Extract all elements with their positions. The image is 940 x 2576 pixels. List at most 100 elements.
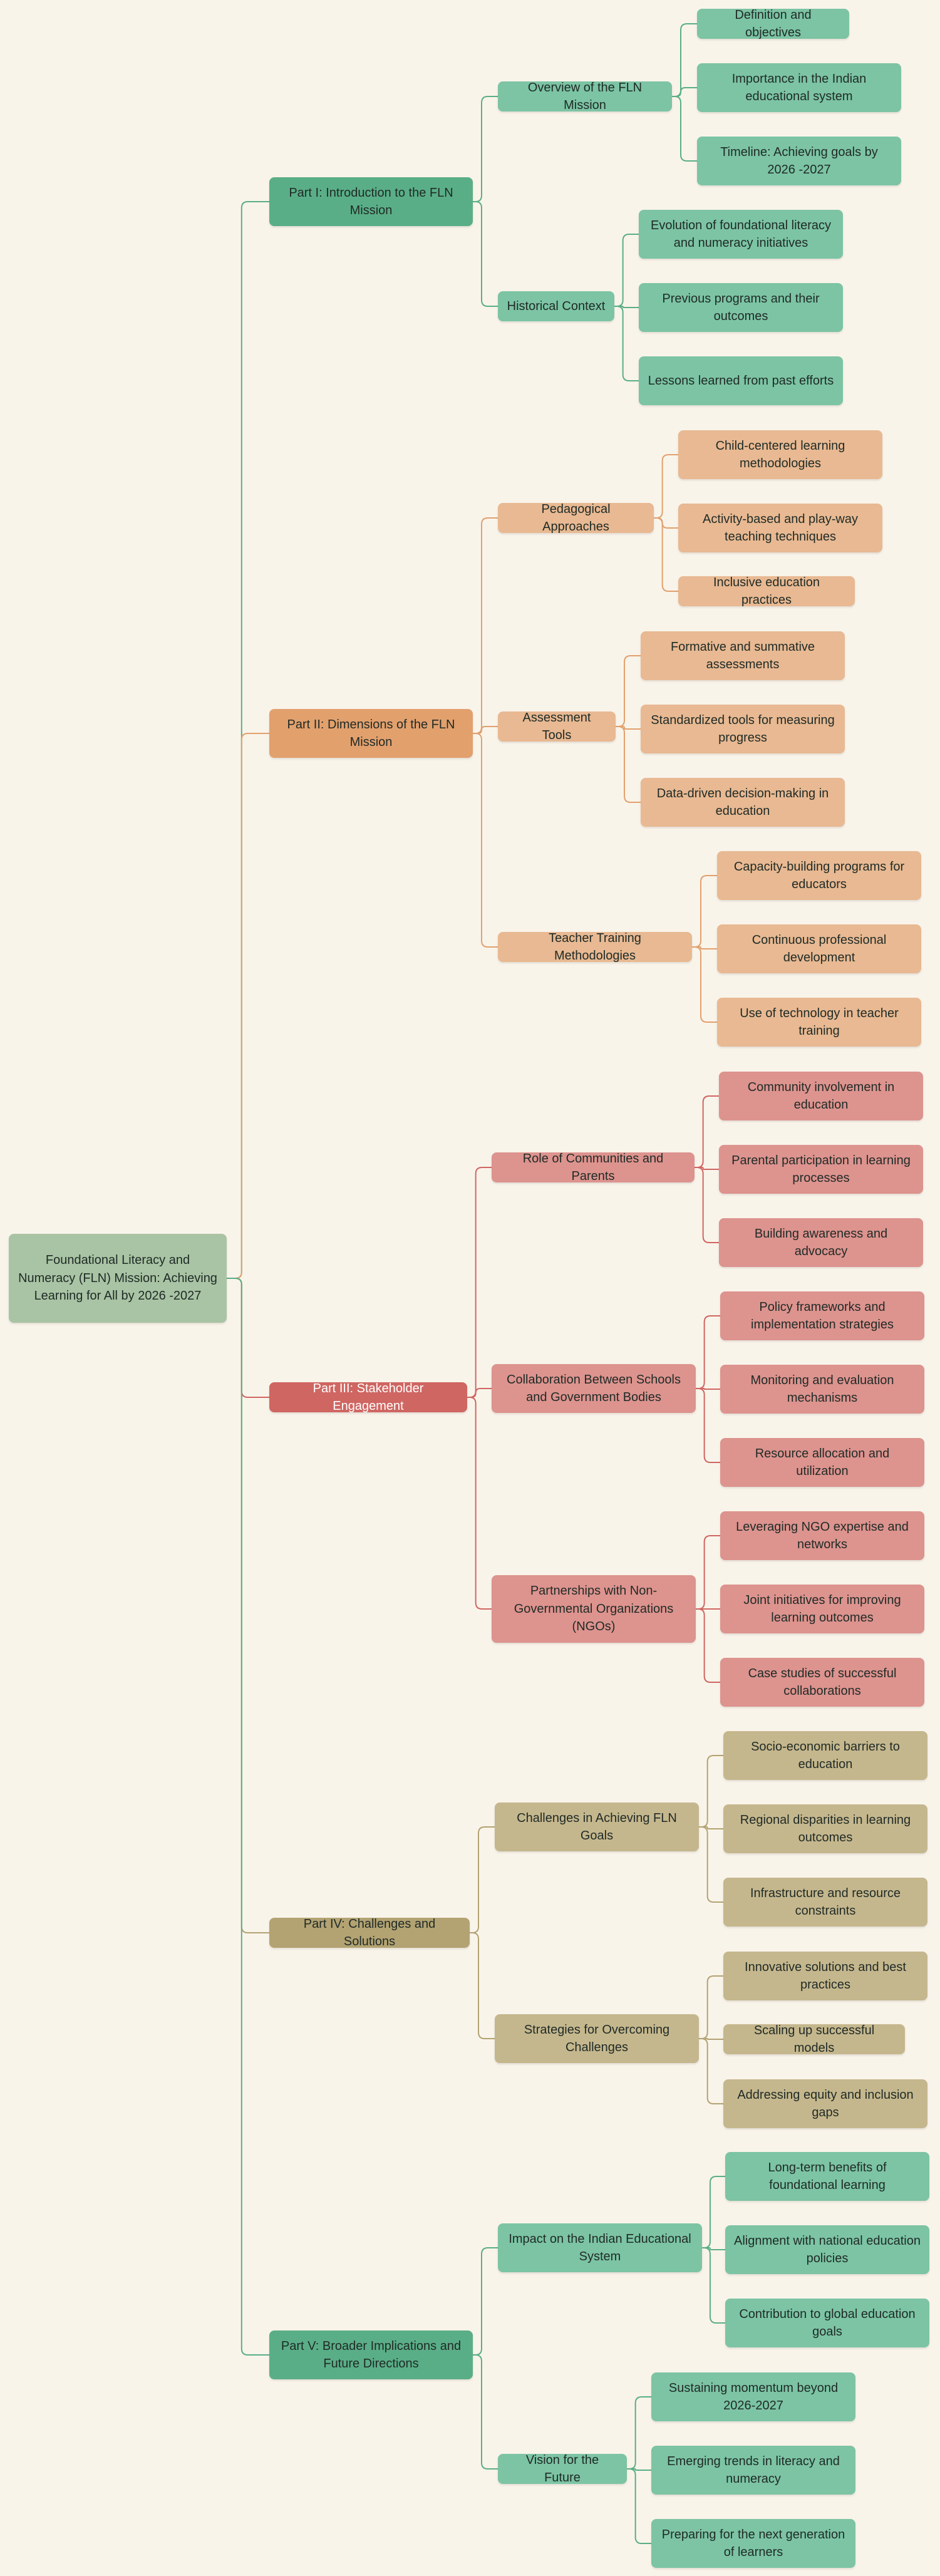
leaf-node-emerging-trends-in-literacy-and-numeracy: Emerging trends in literacy and numeracy: [651, 2446, 855, 2495]
connector-branch-leaf: [672, 96, 697, 162]
connector-branch-leaf: [614, 234, 639, 307]
node-label: Child-centered learning methodologies: [715, 438, 845, 470]
leaf-node-evolution-of-foundational-literacy-and-numeracy-: Evolution of foundational literacy and n…: [639, 210, 843, 259]
connector-branch-leaf: [699, 1826, 723, 1903]
leaf-node-sustaining-momentum-beyond-2026-2027: Sustaining momentum beyond 2026-2027: [651, 2372, 855, 2421]
connector-part-branch: [470, 1932, 495, 2039]
node-label: Parental participation in learning proce…: [731, 1153, 911, 1185]
leaf-node-joint-initiatives-for-improving-learning-outcome: Joint initiatives for improving learning…: [720, 1585, 924, 1633]
node-label: Policy frameworks and implementation str…: [751, 1300, 894, 1332]
leaf-node-monitoring-and-evaluation-mechanisms: Monitoring and evaluation mechanisms: [720, 1365, 924, 1414]
leaf-node-addressing-equity-and-inclusion-gaps: Addressing equity and inclusion gaps: [723, 2079, 927, 2128]
node-label: Historical Context: [507, 299, 606, 313]
node-label: Collaboration Between Schools and Govern…: [507, 1372, 681, 1404]
leaf-node-importance-in-the-indian-educational-system: Importance in the Indian educational sys…: [697, 63, 901, 112]
node-label: Socio-economic barriers to education: [751, 1739, 900, 1771]
leaf-node-building-awareness-and-advocacy: Building awareness and advocacy: [719, 1218, 923, 1267]
connector-branch-leaf: [695, 1095, 719, 1168]
node-label: Part II: Dimensions of the FLN Mission: [287, 717, 455, 749]
connector-branch-leaf: [654, 517, 678, 592]
leaf-node-capacity-building-programs-for-educators: Capacity-building programs for educators: [717, 851, 921, 900]
connector-branch-leaf: [702, 2176, 725, 2248]
leaf-node-contribution-to-global-education-goals: Contribution to global education goals: [725, 2299, 929, 2347]
connector-root-part-2: [227, 733, 269, 1279]
connector-branch-leaf: [627, 2468, 651, 2471]
branch-node-teacher-training-methodologies: Teacher Training Methodologies: [498, 931, 692, 963]
branch-node-collaboration-between-schools-and-government-bod: Collaboration Between Schools and Govern…: [492, 1364, 696, 1413]
node-label: Contribution to global education goals: [739, 2307, 916, 2339]
connector-branch-leaf: [702, 2247, 725, 2250]
node-label: Sustaining momentum beyond 2026-2027: [668, 2381, 839, 2413]
node-label: Part V: Broader Implications and Future …: [281, 2339, 462, 2371]
connector-root-part-5: [227, 1278, 269, 2356]
connector-branch-leaf: [699, 1755, 723, 1828]
node-label: Activity-based and play-way teaching tec…: [703, 512, 858, 544]
branch-node-partnerships-with-non-governmental-organizations: Partnerships with Non-Governmental Organ…: [492, 1575, 696, 1643]
leaf-node-data-driven-decision-making-in-education: Data-driven decision-making in education: [641, 778, 845, 827]
node-label: Community involvement in education: [747, 1080, 895, 1112]
node-label: Foundational Literacy and Numeracy (FLN)…: [18, 1253, 217, 1303]
node-label: Part IV: Challenges and Solutions: [303, 1916, 436, 1948]
node-label: Part III: Stakeholder Engagement: [312, 1381, 424, 1413]
connector-part-branch: [473, 517, 498, 734]
connector-branch-leaf: [654, 454, 678, 519]
leaf-node-infrastructure-and-resource-constraints: Infrastructure and resource constraints: [723, 1878, 927, 1927]
node-label: Teacher Training Methodologies: [549, 931, 641, 963]
branch-node-overview-of-the-fln-mission: Overview of the FLN Mission: [498, 81, 672, 112]
connector-branch-leaf: [696, 1315, 720, 1389]
node-label: Standardized tools for measuring progres…: [651, 713, 835, 745]
node-label: Leveraging NGO expertise and networks: [736, 1519, 909, 1551]
connector-branch-leaf: [692, 946, 717, 1023]
leaf-node-continuous-professional-development: Continuous professional development: [717, 924, 921, 973]
node-label: Innovative solutions and best practices: [745, 1960, 906, 1992]
branch-node-challenges-in-achieving-fln-goals: Challenges in Achieving FLN Goals: [495, 1803, 699, 1851]
node-label: Previous programs and their outcomes: [662, 291, 820, 323]
connector-branch-leaf: [696, 1535, 720, 1610]
leaf-node-lessons-learned-from-past-efforts: Lessons learned from past efforts: [639, 356, 843, 405]
leaf-node-leveraging-ngo-expertise-and-networks: Leveraging NGO expertise and networks: [720, 1511, 924, 1560]
connector-part-branch: [467, 1397, 492, 1610]
part-node-5: Part V: Broader Implications and Future …: [269, 2330, 473, 2379]
leaf-node-alignment-with-national-education-policies: Alignment with national education polici…: [725, 2225, 929, 2274]
connector-branch-leaf: [616, 655, 641, 727]
leaf-node-formative-and-summative-assessments: Formative and summative assessments: [641, 631, 845, 680]
connector-part-branch: [470, 1826, 495, 1933]
leaf-node-socio-economic-barriers-to-education: Socio-economic barriers to education: [723, 1731, 927, 1780]
leaf-node-definition-and-objectives: Definition and objectives: [697, 8, 849, 39]
connector-branch-leaf: [702, 2247, 725, 2324]
node-label: Role of Communities and Parents: [522, 1151, 664, 1183]
node-label: Evolution of foundational literacy and n…: [651, 218, 831, 250]
leaf-node-long-term-benefits-of-foundational-learning: Long-term benefits of foundational learn…: [725, 2152, 929, 2201]
node-label: Emerging trends in literacy and numeracy: [667, 2454, 840, 2486]
connector-part-branch: [467, 1167, 492, 1398]
connector-branch-leaf: [627, 2396, 651, 2470]
connector-branch-leaf: [695, 1167, 719, 1243]
node-label: Capacity-building programs for educators: [733, 859, 905, 891]
node-label: Strategies for Overcoming Challenges: [524, 2022, 670, 2054]
node-label: Data-driven decision-making in education: [656, 786, 829, 818]
node-label: Resource allocation and utilization: [755, 1446, 890, 1478]
node-label: Building awareness and advocacy: [754, 1226, 888, 1258]
connector-branch-leaf: [672, 87, 697, 97]
part-node-3: Part III: Stakeholder Engagement: [269, 1381, 467, 1413]
node-label: Importance in the Indian educational sys…: [731, 71, 867, 103]
connector-branch-leaf: [692, 946, 717, 949]
node-label: Joint initiatives for improving learning…: [743, 1593, 901, 1625]
node-label: Regional disparities in learning outcome…: [740, 1813, 911, 1844]
node-label: Vision for the Future: [525, 2453, 599, 2485]
leaf-node-regional-disparities-in-learning-outcomes: Regional disparities in learning outcome…: [723, 1804, 927, 1853]
leaf-node-policy-frameworks-and-implementation-strategies: Policy frameworks and implementation str…: [720, 1291, 924, 1340]
connector-branch-leaf: [616, 726, 641, 803]
node-label: Partnerships with Non-Governmental Organ…: [514, 1584, 674, 1634]
connector-branch-leaf: [654, 517, 678, 529]
node-label: Addressing equity and inclusion gaps: [737, 2087, 914, 2119]
leaf-node-preparing-for-the-next-generation-of-learners: Preparing for the next generation of lea…: [651, 2519, 855, 2568]
part-node-2: Part II: Dimensions of the FLN Mission: [269, 709, 473, 758]
connector-branch-leaf: [627, 2468, 651, 2544]
branch-node-strategies-for-overcoming-challenges: Strategies for Overcoming Challenges: [495, 2014, 699, 2063]
node-label: Pedagogical Approaches: [541, 502, 611, 534]
node-label: Scaling up successful models: [753, 2023, 875, 2055]
node-label: Long-term benefits of foundational learn…: [768, 2160, 887, 2192]
node-label: Part I: Introduction to the FLN Mission: [289, 185, 453, 217]
